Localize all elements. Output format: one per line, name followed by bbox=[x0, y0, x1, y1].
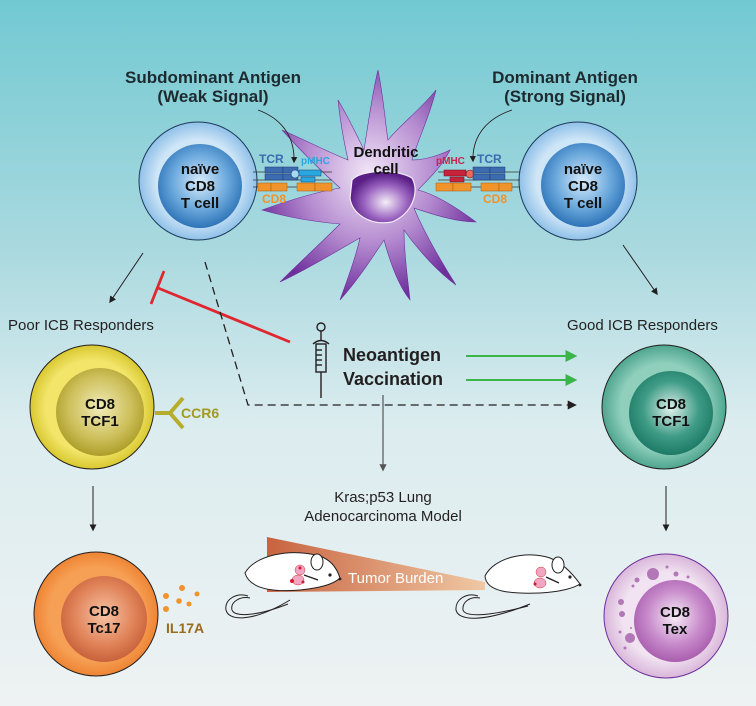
subdominant-antigen-title: Subdominant Antigen (Weak Signal) bbox=[108, 68, 318, 106]
syringe-icon bbox=[312, 322, 330, 398]
subdominant-title-line2: (Weak Signal) bbox=[157, 87, 269, 106]
poor-responder-cell bbox=[29, 344, 155, 470]
naive-right-line2: CD8 bbox=[567, 178, 598, 195]
cd8-segment bbox=[270, 182, 288, 192]
tcr-segment bbox=[472, 173, 491, 181]
cd8-segment bbox=[480, 182, 500, 192]
ccr6-receptor-icon bbox=[155, 396, 185, 430]
dendritic-cell-label: Dendritic cell bbox=[348, 144, 424, 178]
naive-right-line3: T cell bbox=[563, 195, 603, 212]
tex-line2: Tex bbox=[662, 621, 688, 638]
cd8-segment bbox=[314, 182, 333, 192]
pmhc-segment bbox=[300, 176, 316, 183]
dominant-title-line1: Dominant Antigen bbox=[492, 68, 638, 87]
naive-right-label: naïve CD8 T cell bbox=[551, 161, 615, 212]
tcr-label-right: TCR bbox=[477, 152, 502, 166]
tex-cell-label: CD8 Tex bbox=[645, 604, 705, 638]
good-responder-cell bbox=[601, 344, 727, 470]
tcr-segment bbox=[264, 166, 284, 174]
cd8-segment bbox=[435, 182, 454, 192]
poor-cell-label: CD8 TCF1 bbox=[70, 396, 130, 430]
model-line2: Adenocarcinoma Model bbox=[304, 508, 462, 525]
cd8-segment bbox=[296, 182, 316, 192]
poor-icb-responders-label: Poor ICB Responders bbox=[8, 317, 154, 334]
pmhc-segment bbox=[443, 169, 467, 177]
neoantigen-vaccination-label: Neoantigen Vaccination bbox=[343, 343, 443, 391]
naive-left-label: naïve CD8 T cell bbox=[168, 161, 232, 212]
mouse-icon-small-tumor bbox=[455, 554, 582, 619]
arrow-to-poor-responders bbox=[109, 252, 144, 304]
pmhc-label-left: pMHC bbox=[301, 156, 330, 167]
tcr-segment bbox=[264, 173, 284, 181]
cd8-segment bbox=[257, 182, 272, 192]
tcr-segment bbox=[489, 166, 506, 174]
arrow-to-good-responders bbox=[622, 244, 658, 296]
cd8-segment bbox=[498, 182, 513, 192]
tc17-line2: Tc17 bbox=[87, 620, 121, 637]
pmhc-segment bbox=[298, 169, 322, 177]
tumor-burden-label: Tumor Burden bbox=[348, 570, 444, 587]
strong-antigen-arrow bbox=[469, 109, 513, 163]
tc17-cell-label: CD8 Tc17 bbox=[74, 603, 134, 637]
poor-cell-line2: TCF1 bbox=[81, 413, 119, 430]
good-cell-label: CD8 TCF1 bbox=[641, 396, 701, 430]
synapse-left bbox=[253, 109, 333, 192]
weak-antigen-arrow bbox=[257, 109, 298, 164]
il17a-dots-icon bbox=[163, 585, 200, 612]
tcr-label-left: TCR bbox=[259, 152, 284, 166]
subdominant-title-line1: Subdominant Antigen bbox=[125, 68, 301, 87]
tcr-segment bbox=[489, 173, 506, 181]
good-icb-responders-label: Good ICB Responders bbox=[567, 317, 718, 334]
good-cell-line2: TCF1 bbox=[652, 413, 690, 430]
synapse-right bbox=[435, 109, 520, 192]
dendritic-label-line2: cell bbox=[373, 161, 399, 178]
tcr-segment bbox=[282, 166, 299, 174]
dashed-vaccine-path bbox=[204, 261, 577, 410]
model-line1: Kras;p53 Lung bbox=[334, 489, 432, 506]
poor-cell-line1: CD8 bbox=[84, 396, 115, 413]
good-cell-line1: CD8 bbox=[655, 396, 686, 413]
naive-t-cell-left bbox=[138, 121, 258, 241]
pmhc-segment bbox=[449, 176, 465, 183]
naive-left-line1: naïve bbox=[180, 161, 220, 178]
cd8-label-right: CD8 bbox=[483, 192, 508, 206]
naive-left-line2: CD8 bbox=[184, 178, 215, 195]
inhibition-line bbox=[149, 270, 291, 344]
tc17-line1: CD8 bbox=[88, 603, 119, 620]
naive-right-line1: naïve bbox=[563, 161, 603, 178]
tex-line1: CD8 bbox=[659, 604, 690, 621]
il17a-label: IL17A bbox=[166, 620, 205, 636]
peptide bbox=[290, 169, 300, 179]
ccr6-label: CCR6 bbox=[181, 405, 220, 421]
model-label: Kras;p53 Lung Adenocarcinoma Model bbox=[283, 488, 483, 526]
naive-left-line3: T cell bbox=[180, 195, 220, 212]
vaccination-line1: Neoantigen bbox=[343, 345, 442, 365]
dendritic-cell bbox=[261, 69, 477, 301]
tc17-cell bbox=[33, 551, 159, 677]
tcr-segment bbox=[472, 166, 491, 174]
dominant-title-line2: (Strong Signal) bbox=[504, 87, 626, 106]
vaccination-line2: Vaccination bbox=[343, 369, 444, 389]
naive-t-cell-right bbox=[518, 121, 638, 241]
tex-cell bbox=[603, 553, 729, 679]
dominant-antigen-title: Dominant Antigen (Strong Signal) bbox=[480, 68, 650, 106]
mouse-icon-large-tumor bbox=[225, 552, 342, 619]
dendritic-label-line1: Dendritic bbox=[353, 144, 419, 161]
cd8-segment bbox=[452, 182, 472, 192]
cd8-label-left: CD8 bbox=[262, 192, 287, 206]
pmhc-label-right: pMHC bbox=[436, 156, 465, 167]
